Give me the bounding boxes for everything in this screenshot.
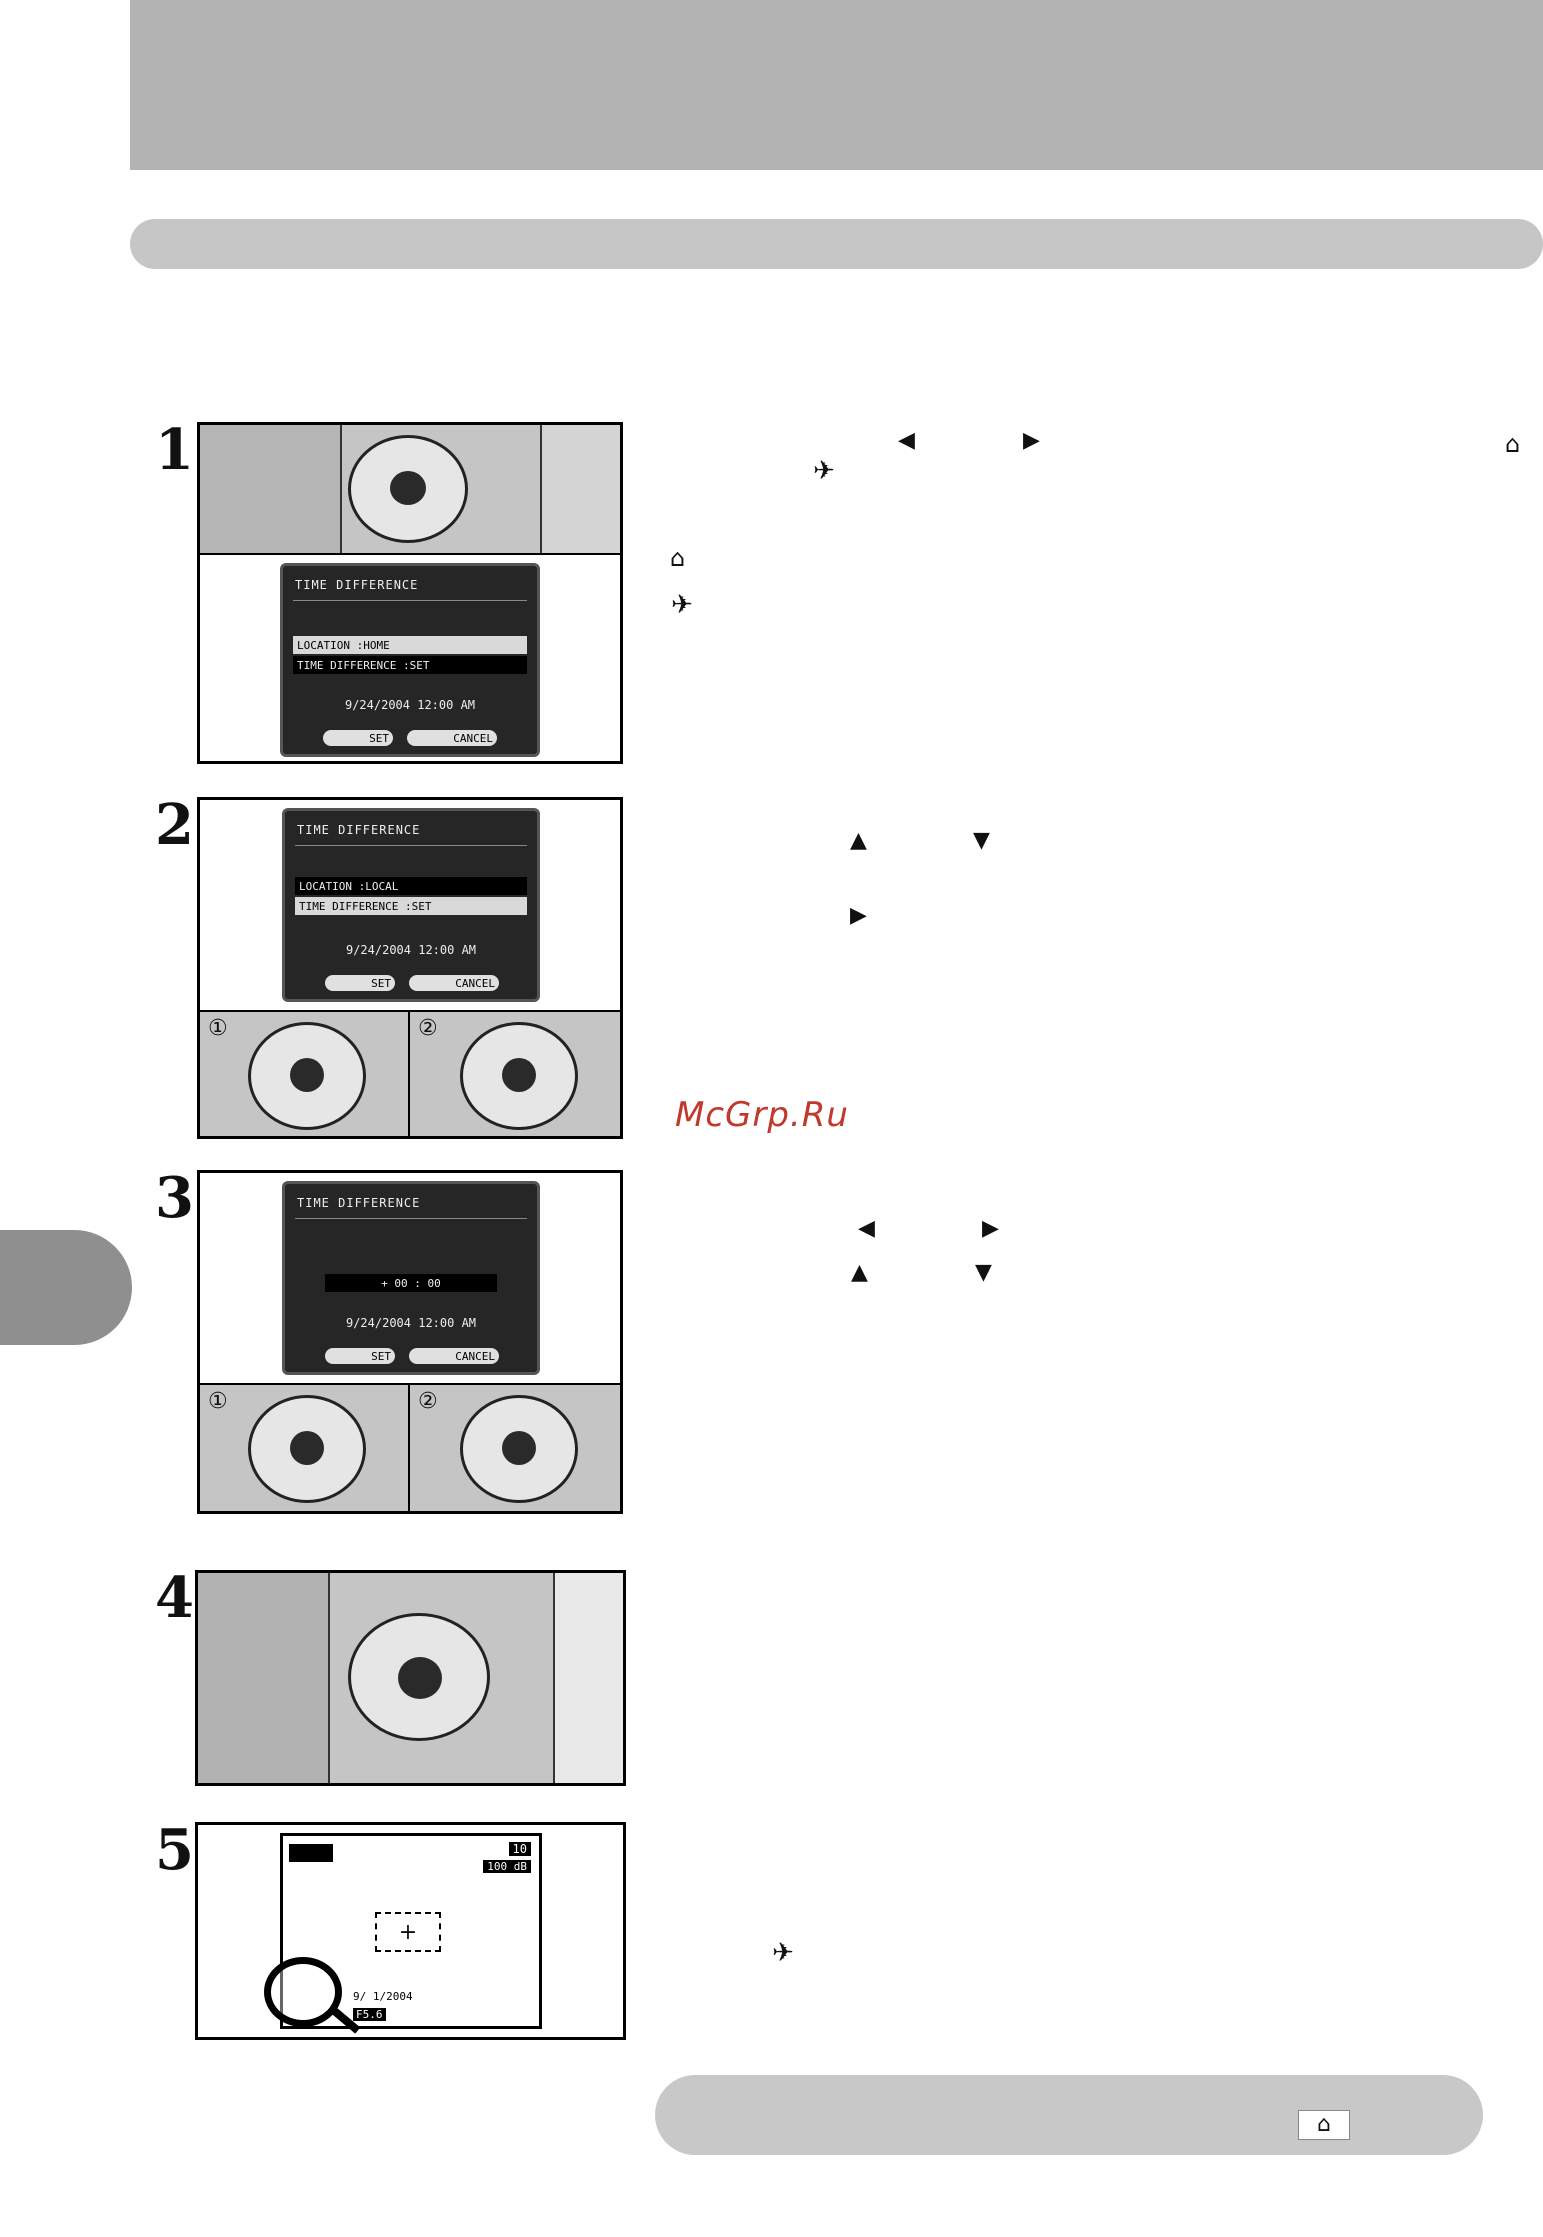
step-number-1: 1 (155, 417, 194, 483)
time-difference-value: + 00 : 00 (325, 1274, 497, 1292)
menu-ok-button (398, 1657, 442, 1699)
shots-counter: 10 (508, 1842, 531, 1856)
step-number-4: 4 (155, 1565, 194, 1631)
screen-title: TIME DIFFERENCE (295, 578, 419, 592)
menu-row-location: LOCATION :HOME (293, 636, 527, 654)
set-button: SET (323, 730, 393, 746)
camera-dpad-right: ② (410, 1012, 620, 1136)
camera-dpad-up-down: ② (410, 1385, 620, 1511)
screen-date: 9/24/2004 12:00 AM (345, 943, 477, 957)
camera-dpad-left-right: ① (200, 1385, 408, 1511)
dpad-center (390, 471, 426, 505)
camera-dpad-up-down: ① (200, 1012, 408, 1136)
triangle-left-icon: ◀ (858, 1216, 875, 1241)
mode-badge (289, 1844, 333, 1862)
dpad-center (502, 1058, 536, 1092)
set-button: SET (325, 1348, 395, 1364)
airplane-icon: ✈ (772, 1938, 794, 1968)
focus-frame: + (375, 1912, 441, 1952)
step-number-5: 5 (155, 1817, 194, 1883)
screen-title: TIME DIFFERENCE (297, 823, 421, 837)
lcd-time-difference-3: TIME DIFFERENCE + 00 : 00 9/24/2004 12:0… (282, 1181, 540, 1375)
camera-back-illustration (200, 425, 620, 553)
step2-panel: TIME DIFFERENCE LOCATION :LOCAL TIME DIF… (197, 797, 623, 1139)
note-bar (655, 2075, 1483, 2155)
shoot-date: 9/ 1/2004 (353, 1990, 413, 2003)
airplane-icon: ✈ (813, 456, 835, 486)
cancel-button: CANCEL (409, 1348, 499, 1364)
dpad-center (290, 1058, 324, 1092)
aperture-value: F5.6 (353, 2008, 386, 2021)
dpad-center (290, 1431, 324, 1465)
callout-2: ② (418, 1389, 438, 1414)
triangle-right-icon: ▶ (850, 903, 867, 928)
home-icon: ⌂ (670, 544, 686, 572)
step-number-3: 3 (155, 1165, 194, 1231)
triangle-left-icon: ◀ (898, 428, 915, 453)
section-bar (130, 219, 1543, 269)
dpad-center (502, 1431, 536, 1465)
triangle-up-icon: ▲ (850, 828, 867, 853)
cancel-button: CANCEL (409, 975, 499, 991)
dpad (348, 435, 468, 543)
camera-menu-ok-illustration (198, 1573, 623, 1783)
lcd-time-difference-1: TIME DIFFERENCE LOCATION :HOME TIME DIFF… (280, 563, 540, 757)
triangle-right-icon: ▶ (1023, 428, 1040, 453)
callout-1: ① (208, 1016, 228, 1041)
home-icon: ⌂ (1298, 2110, 1350, 2140)
menu-row-time-difference: TIME DIFFERENCE :SET (295, 897, 527, 915)
magnifier-icon (264, 1957, 342, 2027)
airplane-icon: ✈ (671, 590, 693, 620)
step5-panel: 10 100 dB + 9/ 1/2004 F5.6 (195, 1822, 626, 2040)
watermark: McGrp.Ru (675, 1095, 849, 1135)
triangle-up-icon: ▲ (851, 1260, 868, 1285)
step-number-2: 2 (155, 792, 194, 858)
triangle-down-icon: ▼ (973, 828, 990, 853)
step3-panel: TIME DIFFERENCE + 00 : 00 9/24/2004 12:0… (197, 1170, 623, 1514)
menu-row-location: LOCATION :LOCAL (295, 877, 527, 895)
lcd-time-difference-2: TIME DIFFERENCE LOCATION :LOCAL TIME DIF… (282, 808, 540, 1002)
triangle-right-icon: ▶ (982, 1216, 999, 1241)
triangle-down-icon: ▼ (975, 1260, 992, 1285)
screen-date: 9/24/2004 12:00 AM (345, 1316, 477, 1330)
home-icon: ⌂ (1505, 430, 1521, 458)
step4-panel (195, 1570, 626, 1786)
screen-date: 9/24/2004 12:00 AM (344, 698, 476, 712)
set-button: SET (325, 975, 395, 991)
chapter-tab (0, 1230, 132, 1345)
screen-title: TIME DIFFERENCE (297, 1196, 421, 1210)
cancel-button: CANCEL (407, 730, 497, 746)
image-size: 100 dB (483, 1860, 531, 1873)
step1-panel: TIME DIFFERENCE LOCATION :HOME TIME DIFF… (197, 422, 623, 764)
callout-2: ② (418, 1016, 438, 1041)
callout-1: ① (208, 1389, 228, 1414)
menu-row-time-difference: TIME DIFFERENCE :SET (293, 656, 527, 674)
header-bar (130, 0, 1543, 170)
